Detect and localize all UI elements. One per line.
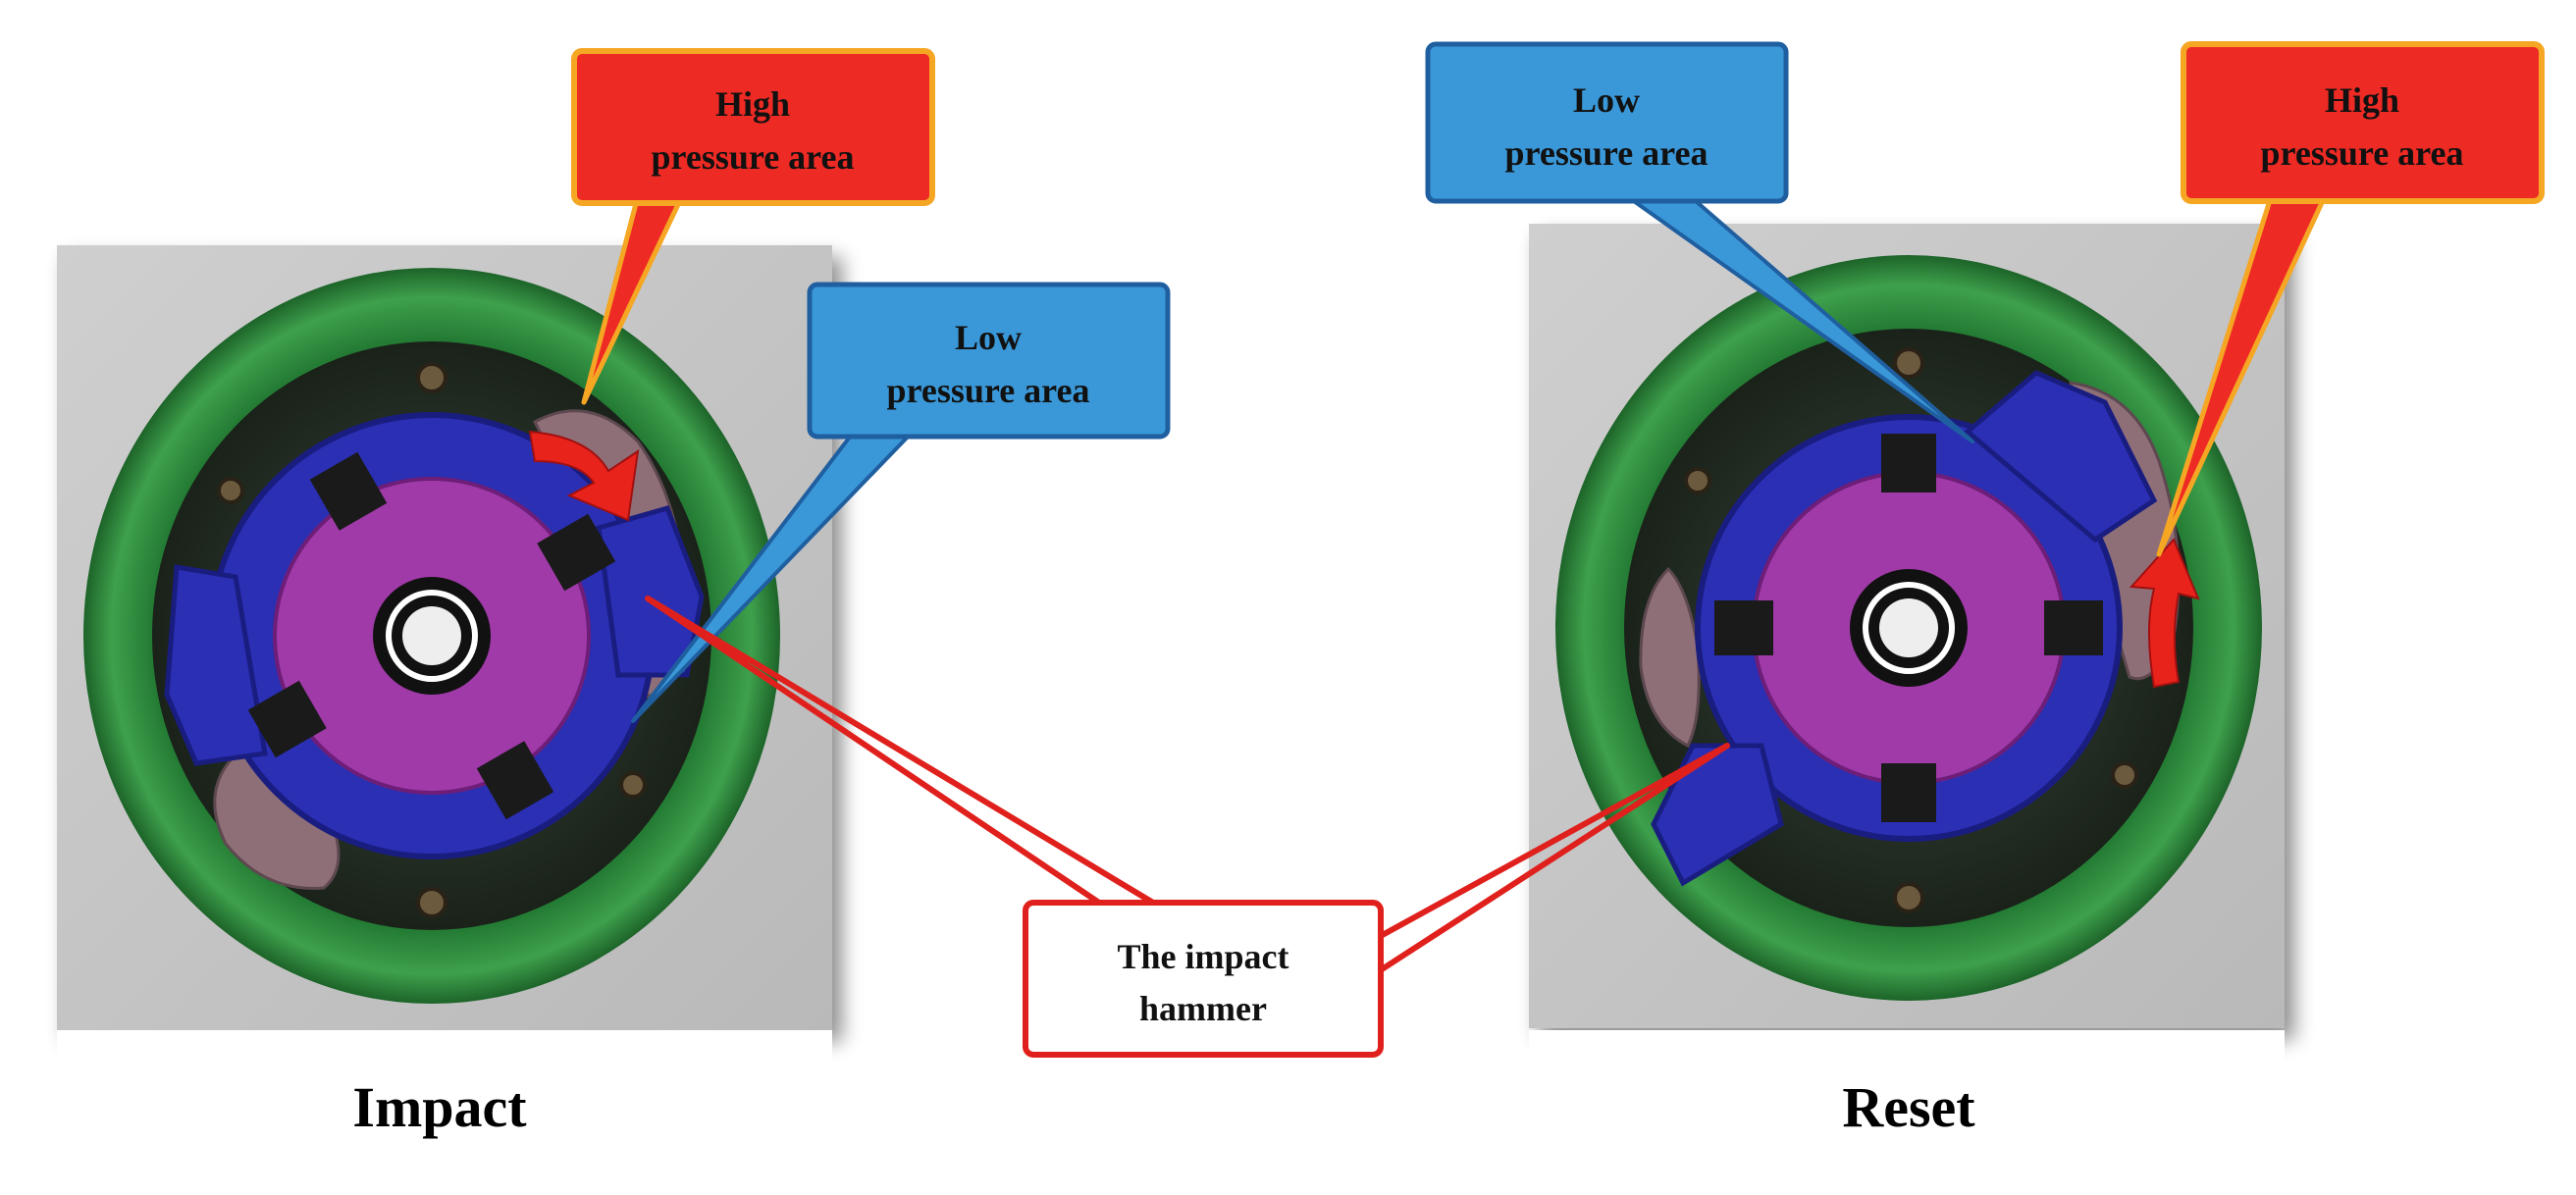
callout-line1: High — [2325, 80, 2399, 120]
reset-panel: Reset — [1529, 224, 2285, 1168]
callout-impact-hammer: The impact hammer — [645, 596, 1730, 1058]
impact-panel: Impact — [57, 245, 832, 1168]
callout-box — [571, 48, 935, 206]
callout-line2: pressure area — [1505, 133, 1709, 173]
callout-box — [2181, 41, 2545, 204]
callout-box — [807, 282, 1171, 440]
red-rotation-arrow-icon — [2129, 538, 2200, 689]
callout-line1: The impact — [1118, 937, 1289, 976]
callout-reset-high-pressure: High pressure area — [2156, 41, 2545, 557]
callout-impact-high-pressure: High pressure area — [571, 48, 935, 405]
callout-line2: pressure area — [652, 137, 855, 177]
callout-box — [1023, 900, 1384, 1058]
callout-box — [1425, 41, 1789, 204]
callout-line1: Low — [955, 318, 1022, 357]
reset-rotor — [1714, 434, 2103, 822]
callout-line2: pressure area — [887, 371, 1090, 410]
impact-rotor — [247, 451, 616, 820]
callout-reset-low-pressure: Low pressure area — [1425, 41, 1974, 443]
impact-mounting-holes — [217, 362, 647, 918]
reset-caption-strip — [1529, 1030, 2285, 1168]
callout-line1: Low — [1573, 80, 1640, 120]
callout-impact-low-pressure: Low pressure area — [631, 282, 1171, 723]
reset-chamber-pad-left — [1639, 566, 1701, 749]
impact-caption-strip — [57, 1030, 832, 1168]
callout-pointer-right — [1377, 743, 1730, 974]
impact-caption: Impact — [352, 1075, 527, 1139]
reset-mounting-holes — [1684, 347, 2138, 913]
callout-pointer-left — [645, 596, 1155, 906]
callout-line1: High — [715, 84, 790, 124]
red-rotation-arrow-icon — [528, 430, 640, 522]
reset-caption: Reset — [1842, 1075, 1975, 1139]
callout-line2: hammer — [1139, 989, 1267, 1028]
callout-line2: pressure area — [2261, 133, 2464, 173]
